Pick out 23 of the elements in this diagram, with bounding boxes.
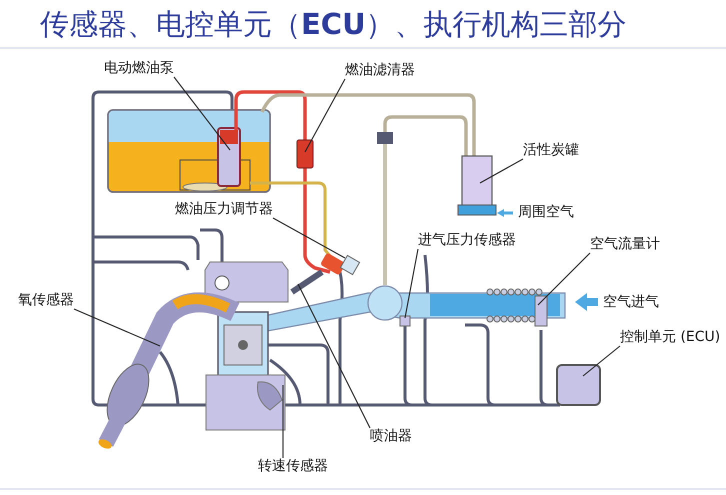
leader-line — [538, 252, 590, 306]
leader-line — [174, 76, 230, 150]
leader-line — [404, 248, 419, 318]
part-label: 转速传感器 — [258, 458, 328, 475]
part-label: 空气流量计 — [590, 236, 660, 253]
callout-text: 周围空气 — [518, 204, 574, 221]
part-label: 燃油滤清器 — [345, 62, 415, 79]
title: 传感器、电控单元（ECU）、执行机构三部分 — [40, 6, 627, 42]
part-label: 氧传感器 — [18, 292, 74, 309]
part-label: 活性炭罐 — [523, 142, 579, 159]
part-label: 电动燃油泵 — [104, 60, 174, 77]
part-label: 喷油器 — [370, 428, 412, 445]
part-label: 进气压力传感器 — [418, 232, 516, 249]
leader-line — [282, 385, 284, 458]
leader-line — [298, 284, 370, 428]
leader-line — [582, 346, 620, 376]
part-label: 燃油压力调节器 — [175, 201, 273, 218]
leader-line — [304, 78, 346, 152]
leader-line — [74, 308, 160, 346]
part-label: 控制单元 (ECU) — [620, 329, 720, 346]
callout-text: 空气进气 — [603, 294, 659, 311]
leader-line — [272, 218, 346, 258]
leader-line — [480, 158, 524, 184]
